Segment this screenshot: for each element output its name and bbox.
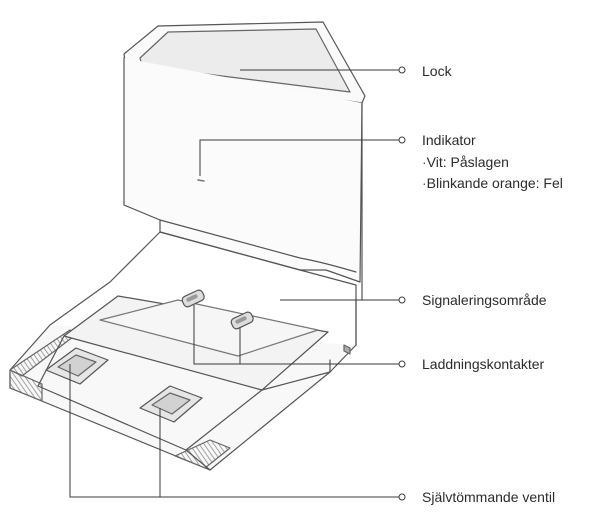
leader-contacts-a bbox=[193, 305, 399, 365]
indicator-orange-text: Blinkande orange: Fel bbox=[426, 175, 563, 191]
bullet: · bbox=[422, 154, 427, 170]
right-hatch-front bbox=[174, 439, 231, 469]
leader-lines bbox=[69, 66, 406, 501]
label-indicator-orange: ·Blinkande orange: Fel bbox=[422, 174, 563, 192]
indicator-white-text: Vit: Påslagen bbox=[426, 154, 509, 170]
leader-valve-a bbox=[69, 364, 399, 498]
tower bbox=[123, 21, 366, 346]
leader-signal-end bbox=[398, 296, 406, 304]
leader-contacts-end bbox=[398, 360, 406, 368]
indicator-light bbox=[197, 179, 205, 182]
base bbox=[9, 231, 357, 471]
label-indicator: Indikator bbox=[422, 132, 476, 148]
label-indicator-white: ·Vit: Påslagen bbox=[422, 153, 509, 171]
label-lid: Lock bbox=[422, 63, 452, 79]
label-signal-area: Signaleringsområde bbox=[422, 292, 547, 308]
left-hatch-front bbox=[9, 369, 43, 402]
label-charging-contacts: Laddningskontakter bbox=[422, 356, 545, 372]
label-self-empty-valve: Självtömmande ventil bbox=[422, 489, 556, 505]
bullet: · bbox=[422, 175, 427, 191]
leader-indicator bbox=[199, 139, 399, 176]
leader-valve-end bbox=[398, 493, 406, 501]
leader-indicator-end bbox=[398, 136, 406, 144]
leader-lid-end bbox=[398, 66, 406, 74]
station-drawing bbox=[9, 21, 366, 471]
